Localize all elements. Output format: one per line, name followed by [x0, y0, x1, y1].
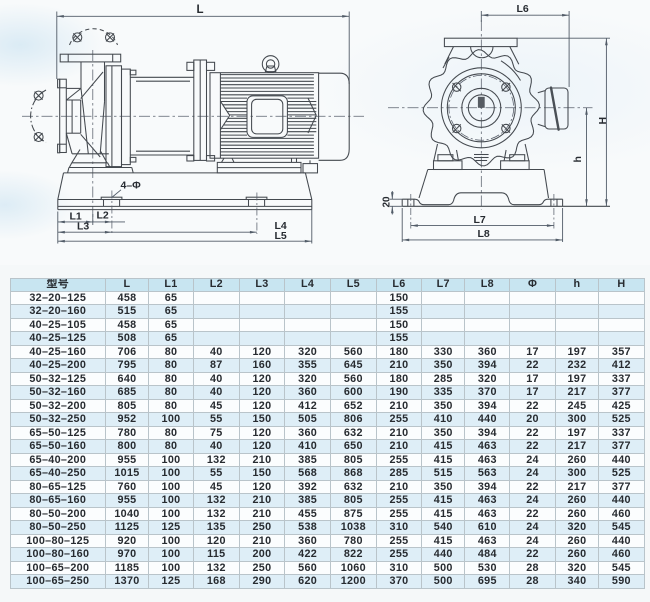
svg-text:L1: L1 [70, 210, 82, 222]
svg-text:L8: L8 [478, 228, 490, 240]
svg-text:h: h [572, 156, 584, 162]
svg-text:H: H [597, 117, 609, 125]
svg-text:L6: L6 [517, 3, 529, 15]
svg-text:L4: L4 [275, 220, 287, 232]
svg-text:4–Φ: 4–Φ [121, 180, 142, 192]
svg-text:L2: L2 [97, 210, 109, 222]
svg-text:L: L [197, 4, 204, 16]
svg-text:L7: L7 [474, 214, 486, 226]
svg-text:L3: L3 [77, 221, 89, 233]
svg-text:L5: L5 [275, 230, 287, 242]
svg-text:20: 20 [382, 196, 393, 208]
